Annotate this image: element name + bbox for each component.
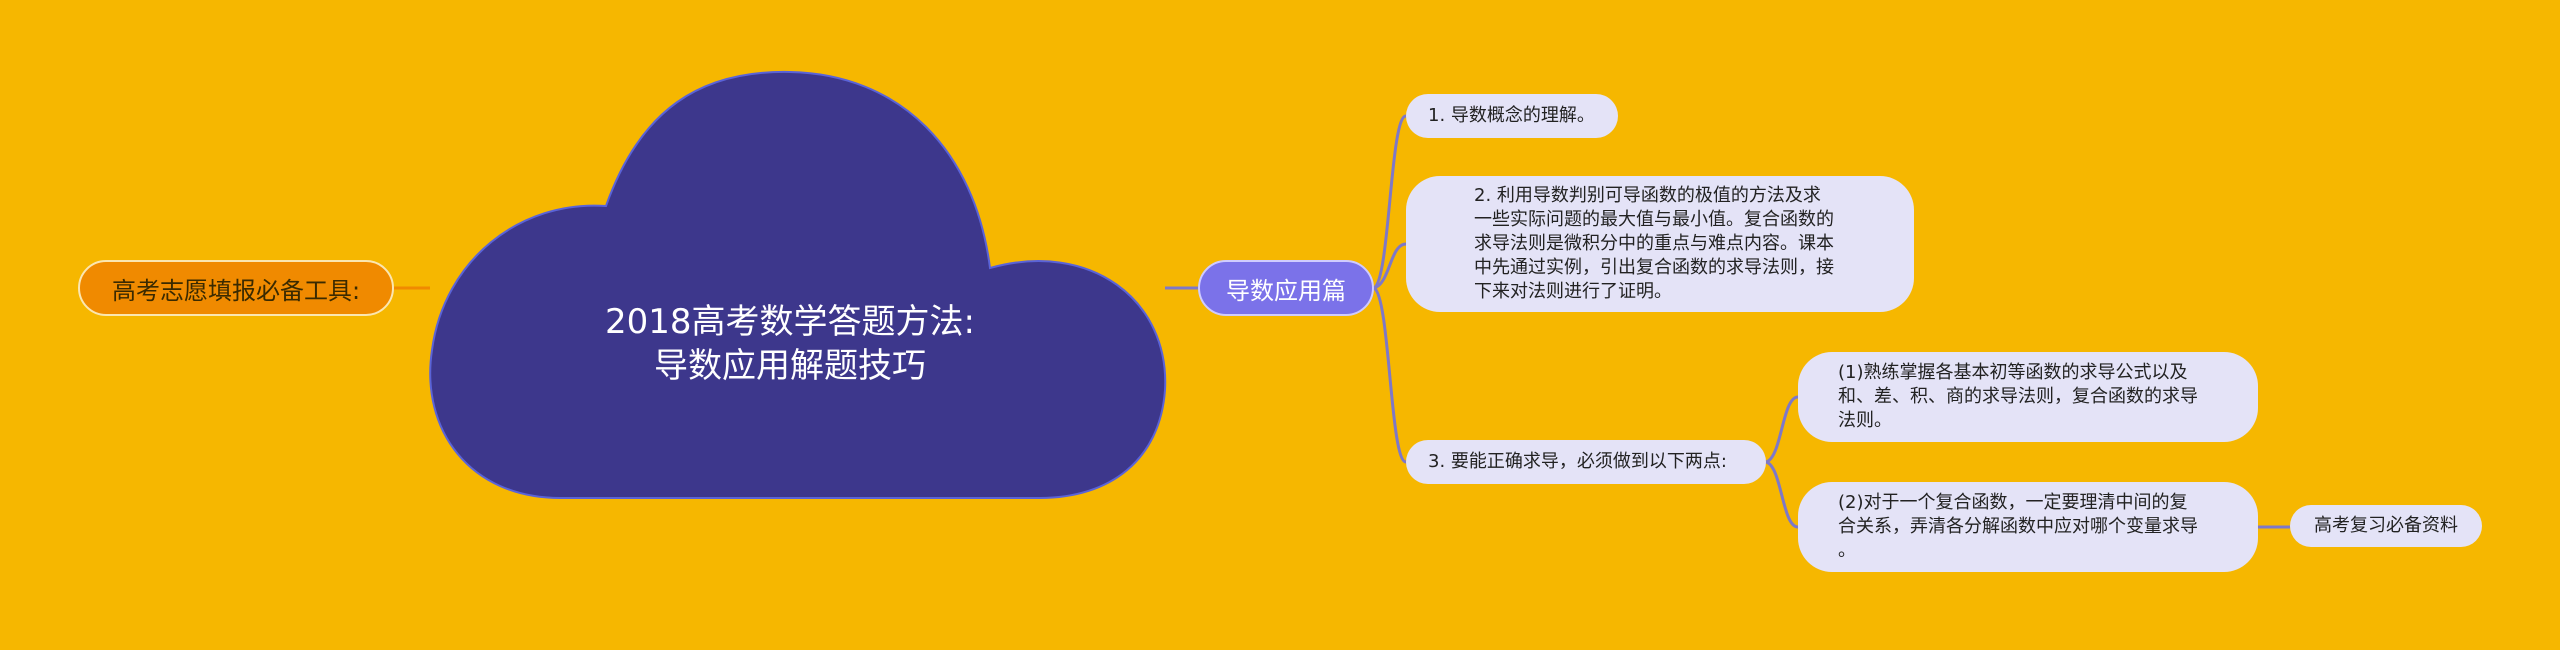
central-cloud-shape — [429, 70, 1167, 499]
leaf-node-3[interactable]: 3. 要能正确求导，必须做到以下两点: — [1406, 440, 1766, 484]
leaf-node-3-1-line: 法则。 — [1838, 410, 1892, 431]
leaf-node-3-2-line: 。 — [1838, 540, 1856, 561]
leaf-node-2-line: 求导法则是微积分中的重点与难点内容。课本 — [1474, 233, 1834, 254]
leaf-node-2[interactable]: 2. 利用导数判别可导函数的极值的方法及求 一些实际问题的最大值与最小值。复合函… — [1406, 176, 1914, 312]
leaf-node-3-2[interactable]: (2)对于一个复合函数，一定要理清中间的复 合关系，弄清各分解函数中应对哪个变量… — [1798, 482, 2258, 572]
central-topic-line2: 导数应用解题技巧 — [654, 346, 926, 386]
branch-node-derivative-application[interactable]: 导数应用篇 — [1198, 260, 1374, 316]
connectors — [394, 114, 2290, 529]
leaf-node-2-line: 2. 利用导数判别可导函数的极值的方法及求 — [1474, 185, 1821, 206]
leaf-node-3-2-line: 合关系，弄清各分解函数中应对哪个变量求导 — [1838, 516, 2198, 537]
left-node-label: 高考志愿填报必备工具: — [111, 276, 361, 305]
leaf-node-review-materials[interactable]: 高考复习必备资料 — [2290, 505, 2482, 547]
central-topic[interactable]: 2018高考数学答题方法: 导数应用解题技巧 — [560, 300, 1020, 388]
leaf-node-1-text: 1. 导数概念的理解。 — [1428, 105, 1595, 126]
branch-node-label: 导数应用篇 — [1226, 276, 1346, 305]
leaf-node-review-materials-text: 高考复习必备资料 — [2314, 515, 2458, 536]
connector-branch-n2 — [1373, 242, 1407, 290]
connector-n3-n4 — [1765, 395, 1799, 464]
leaf-node-2-line: 一些实际问题的最大值与最小值。复合函数的 — [1474, 209, 1834, 230]
leaf-node-3-1-line: (1)熟练掌握各基本初等函数的求导公式以及 — [1838, 362, 2188, 383]
leaf-node-2-line: 下来对法则进行了证明。 — [1474, 281, 1672, 302]
leaf-node-3-1-line: 和、差、积、商的求导法则，复合函数的求导 — [1838, 386, 2198, 407]
central-topic-line1: 2018高考数学答题方法: — [605, 302, 975, 342]
connector-branch-n3 — [1372, 286, 1407, 464]
connector-n3-n5 — [1765, 460, 1799, 529]
leaf-node-2-line: 中先通过实例，引出复合函数的求导法则，接 — [1474, 257, 1834, 278]
left-node-tool[interactable]: 高考志愿填报必备工具: — [78, 260, 394, 316]
leaf-node-3-text: 3. 要能正确求导，必须做到以下两点: — [1428, 451, 1727, 472]
leaf-node-3-2-line: (2)对于一个复合函数，一定要理清中间的复 — [1838, 492, 2188, 513]
leaf-node-1[interactable]: 1. 导数概念的理解。 — [1406, 94, 1618, 138]
connector-branch-n1 — [1372, 114, 1407, 290]
leaf-node-3-1[interactable]: (1)熟练掌握各基本初等函数的求导公式以及 和、差、积、商的求导法则，复合函数的… — [1798, 352, 2258, 442]
